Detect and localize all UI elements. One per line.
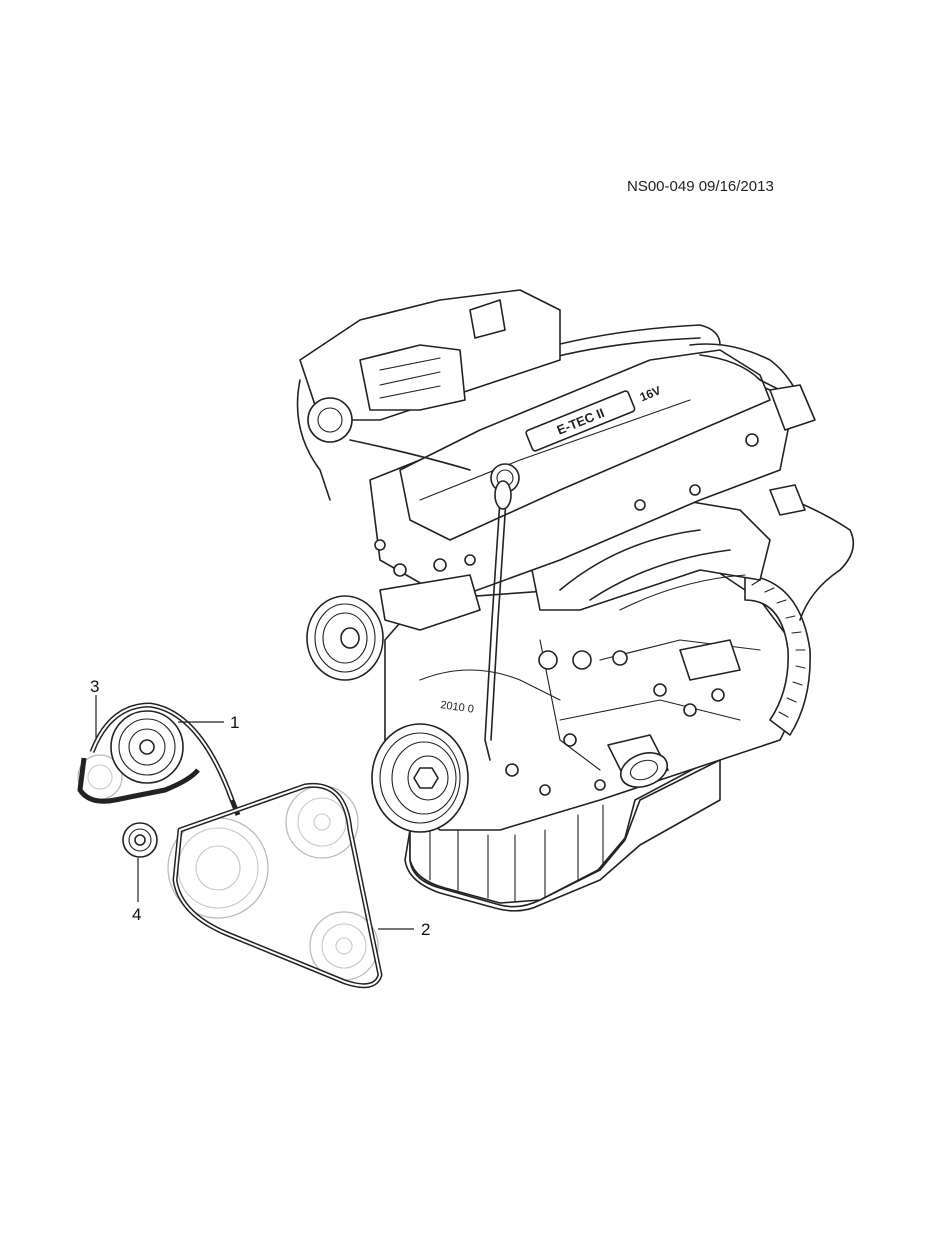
document-id-stamp: NS00-049 09/16/2013 (627, 178, 774, 195)
power-steering-pulley (306, 595, 384, 681)
callout-2: 2 (378, 920, 430, 939)
callout-1: 1 (178, 713, 239, 732)
crankshaft-pulley (371, 723, 469, 833)
casting-mark: 2010 0 (440, 699, 475, 716)
pulley-part-1 (110, 710, 184, 784)
idler-pulley-part-4 (122, 822, 158, 858)
callout-3: 3 (90, 677, 99, 740)
callout-3-number: 3 (90, 677, 99, 696)
callout-1-number: 1 (230, 713, 239, 732)
dipstick-tube (484, 480, 512, 761)
callout-4-number: 4 (132, 905, 141, 924)
engine-mount (379, 558, 481, 631)
belt-drive-exploded: 1 2 3 4 (77, 677, 430, 989)
engine-assembly: 2010 0 E-TEC I (296, 289, 855, 912)
callout-4: 4 (132, 858, 141, 924)
throttle-body (296, 289, 561, 501)
reference-pulleys-ghosted (77, 754, 379, 981)
callout-2-number: 2 (421, 920, 430, 939)
oil-filter (607, 734, 669, 788)
flywheel-ring-gear (744, 574, 811, 736)
ignition-wiring (519, 324, 855, 621)
cylinder-head: E-TEC II 16V (369, 349, 791, 601)
